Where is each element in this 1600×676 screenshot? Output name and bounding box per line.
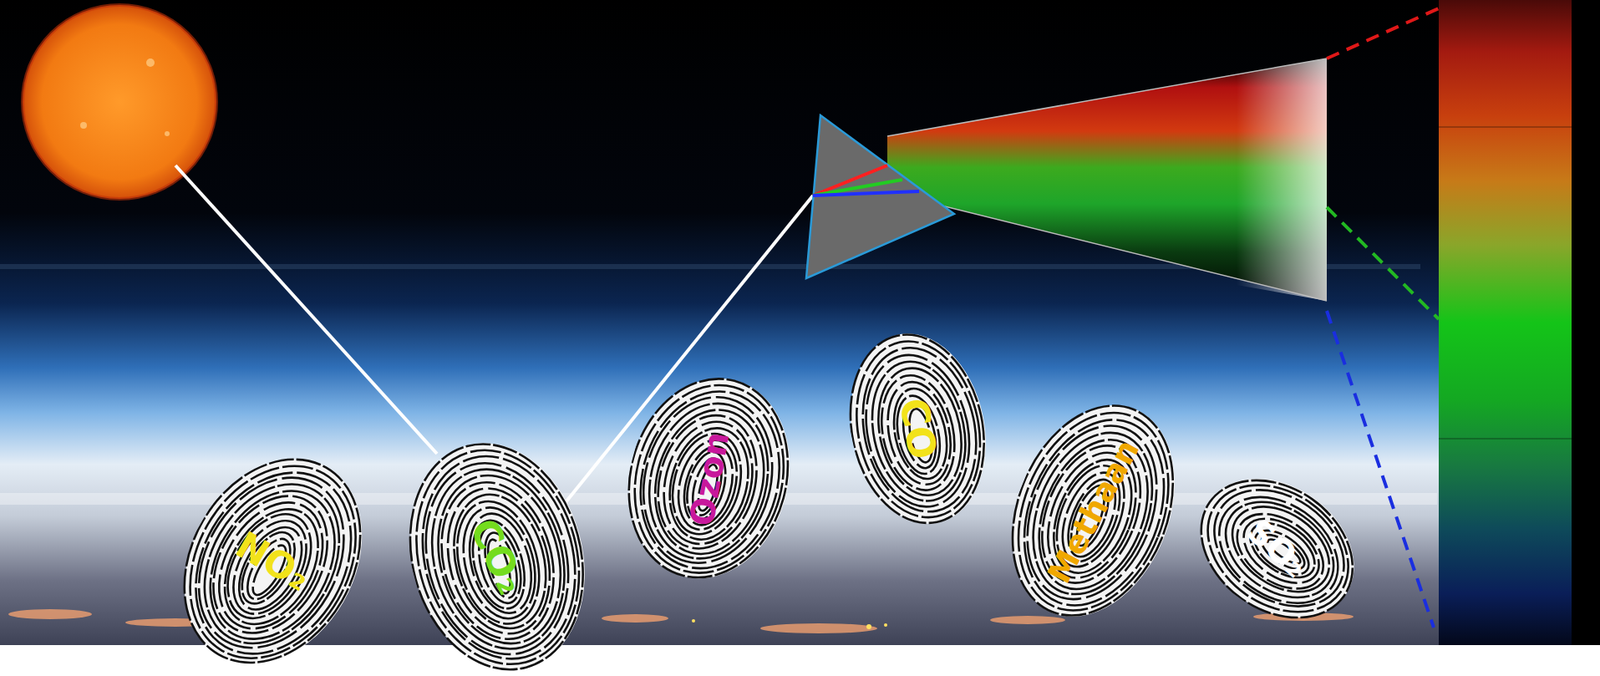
fingerprint: CO bbox=[833, 320, 1005, 538]
fingerprint: CO₂ bbox=[384, 421, 610, 676]
fingerprint: Ozon bbox=[606, 358, 813, 598]
fingerprint: NO₂ bbox=[147, 426, 400, 676]
fingerprint: SO₂ bbox=[1173, 448, 1382, 648]
fingerprint: Methaan bbox=[981, 379, 1206, 642]
gas-label: CO bbox=[893, 395, 943, 463]
